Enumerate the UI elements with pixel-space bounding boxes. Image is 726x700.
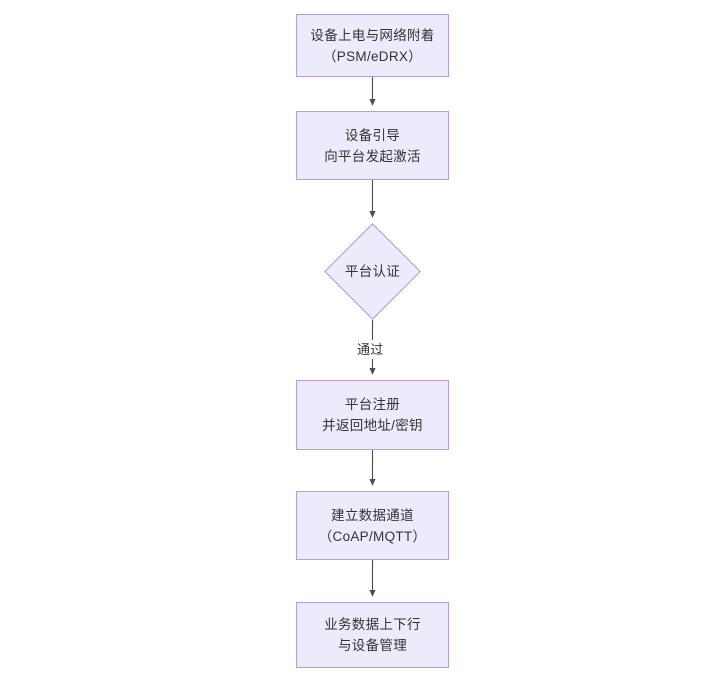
node-label-line1: 设备引导 bbox=[344, 127, 401, 143]
node-device-power-on[interactable]: 设备上电与网络附着 （PSM/eDRX） bbox=[296, 14, 449, 77]
node-label-line1: 平台注册 bbox=[344, 397, 401, 412]
node-platform-registration[interactable]: 平台注册 并返回地址/密钥 bbox=[296, 380, 449, 450]
node-label-line1: 建立数据通道 bbox=[331, 507, 414, 523]
node-label-line2: 并返回地址/密钥 bbox=[322, 418, 423, 433]
node-label-line2: 向平台发起激活 bbox=[324, 148, 421, 164]
node-business-data-and-device-management[interactable]: 业务数据上下行 与设备管理 bbox=[296, 602, 449, 668]
node-establish-data-channel[interactable]: 建立数据通道 （CoAP/MQTT） bbox=[296, 491, 449, 560]
node-label-line1: 设备上电与网络附着 bbox=[310, 27, 435, 43]
node-label-line1: 平台认证 bbox=[344, 264, 401, 279]
node-platform-authentication[interactable]: 平台认证 bbox=[324, 223, 421, 320]
node-label-line2: （PSM/eDRX） bbox=[322, 48, 423, 64]
node-label-line1: 业务数据上下行 bbox=[324, 617, 421, 632]
diamond-shape-icon bbox=[324, 223, 421, 320]
node-label-line2: （CoAP/MQTT） bbox=[318, 528, 427, 544]
edge-label-text: 通过 bbox=[357, 342, 384, 357]
node-label-line2: 与设备管理 bbox=[338, 638, 407, 653]
node-device-bootstrap[interactable]: 设备引导 向平台发起激活 bbox=[296, 111, 449, 180]
edge-label-pass: 通过 bbox=[355, 340, 386, 359]
